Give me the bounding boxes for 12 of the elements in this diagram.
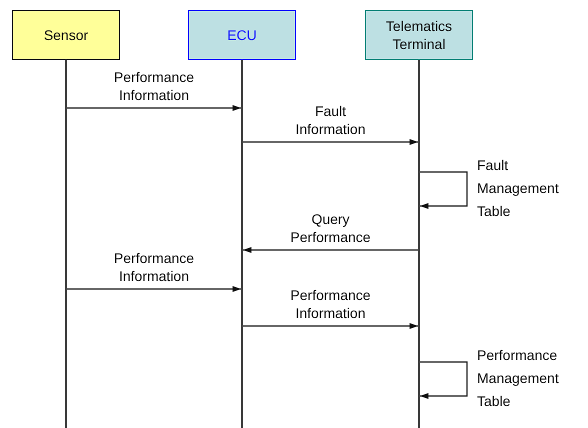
message-arrow	[243, 247, 418, 253]
self-message-arrow	[420, 171, 468, 209]
message-arrow	[67, 286, 241, 292]
edge-label: Fault Management Table	[477, 156, 560, 221]
participant-box: Telematics Terminal	[365, 10, 473, 60]
message-arrow	[243, 139, 418, 145]
edge-label: Performance Management Table	[477, 346, 560, 411]
participant-box: Sensor	[12, 10, 120, 60]
message-arrow	[67, 105, 241, 111]
message-arrow	[243, 323, 418, 329]
self-message-arrow	[420, 361, 468, 399]
participant-box: ECU	[188, 10, 296, 60]
